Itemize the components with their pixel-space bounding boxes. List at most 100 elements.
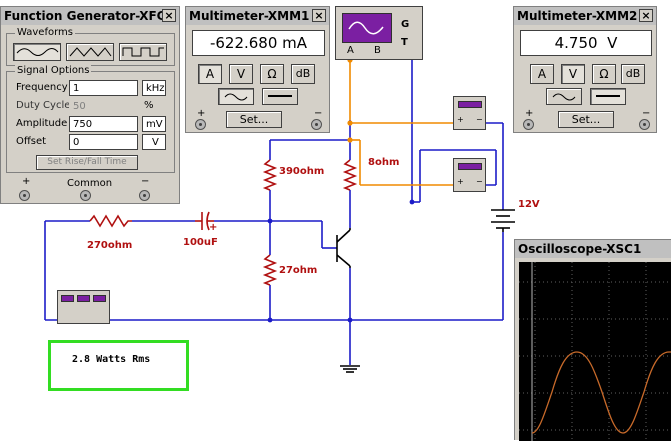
frequency-unit[interactable]: kHz — [142, 80, 166, 96]
multimeter-xmm1-window: Multimeter-XMM1 × -622.680 mA A V Ω dB +… — [185, 6, 330, 133]
scope-screen — [519, 262, 671, 441]
triangle-wave-button[interactable] — [66, 43, 114, 61]
amplitude-label: Amplitude — [16, 118, 68, 129]
sine-wave-icon — [16, 48, 59, 56]
transistor — [336, 228, 351, 268]
scope-terminal-g: G — [401, 19, 410, 30]
sine-icon — [348, 21, 384, 35]
mm1-titlebar[interactable]: Multimeter-XMM1 × — [186, 7, 329, 25]
blue-wires — [44, 40, 504, 365]
frequency-input[interactable]: 1 — [69, 80, 138, 96]
scope-screen-graphics — [519, 262, 671, 441]
offset-label: Offset — [16, 136, 47, 147]
scope-terminal-a: A — [347, 45, 354, 56]
mm2-titlebar[interactable]: Multimeter-XMM2 × — [514, 7, 656, 25]
junction-dots — [267, 199, 415, 323]
resistor-27-label: 27ohm — [279, 265, 318, 276]
function-generator-instrument[interactable] — [57, 290, 110, 324]
mm2-instrument-plus: + — [457, 177, 464, 186]
capacitor-plus: + — [209, 222, 218, 233]
duty-cycle-label: Duty Cycle — [16, 100, 71, 111]
mm1-ammeter-button[interactable]: A — [198, 64, 222, 84]
waveforms-group: Waveforms — [6, 27, 175, 66]
mm2-set-button[interactable]: Set... — [558, 111, 614, 128]
ac-wave-icon — [552, 93, 576, 101]
set-rise-fall-button[interactable]: Set Rise/Fall Time — [36, 155, 138, 170]
mm1-plus-terminal[interactable] — [195, 119, 206, 130]
capacitor-label: 100uF — [183, 237, 218, 248]
mm1-instrument-minus: − — [476, 115, 483, 124]
mm2-close-button[interactable]: × — [639, 9, 653, 22]
ac-wave-icon — [224, 93, 248, 101]
fgen-minus-terminal[interactable] — [139, 190, 150, 201]
multimeter-xmm1-instrument[interactable]: + − — [453, 96, 486, 130]
multimeter-xmm2-window: Multimeter-XMM2 × 4.750 V A V Ω dB + Set… — [513, 6, 657, 133]
mm1-plus-label: + — [197, 108, 206, 119]
mm2-title: Multimeter-XMM2 — [517, 9, 638, 23]
fgen-titlebar[interactable]: Function Generator-XFG1 × — [1, 7, 179, 25]
duty-cycle-unit: % — [144, 100, 154, 111]
battery-label: 12V — [518, 199, 540, 210]
mm2-db-button[interactable]: dB — [621, 64, 645, 84]
fgen-common-terminal[interactable] — [80, 190, 91, 201]
mm1-minus-label: − — [314, 108, 323, 119]
mm1-voltmeter-button[interactable]: V — [229, 64, 253, 84]
mm1-close-button[interactable]: × — [312, 9, 326, 22]
mm1-ac-button[interactable] — [218, 88, 254, 105]
mm2-plus-label: + — [525, 108, 534, 119]
mm2-minus-terminal[interactable] — [639, 119, 650, 130]
waveforms-label: Waveforms — [15, 27, 75, 38]
duty-cycle-input[interactable]: 50 — [69, 98, 138, 114]
offset-input[interactable]: 0 — [69, 134, 138, 150]
mm1-dc-button[interactable] — [262, 88, 298, 105]
mm2-reading-display: 4.750 V — [520, 30, 652, 56]
mm1-title: Multimeter-XMM1 — [189, 9, 310, 23]
multimeter-xmm2-instrument[interactable]: + − — [453, 158, 486, 192]
scope-terminal-b: B — [374, 45, 381, 56]
signal-options-group: Signal Options Frequency 1 kHz Duty Cycl… — [6, 65, 175, 173]
scope-title: Oscilloscope-XSC1 — [518, 242, 642, 256]
mm2-minus-label: − — [642, 108, 651, 119]
capacitor — [195, 211, 214, 231]
function-generator-window: Function Generator-XFG1 × Waveforms Sign… — [0, 6, 180, 204]
signal-options-label: Signal Options — [15, 65, 92, 76]
scope-titlebar[interactable]: Oscilloscope-XSC1 — [515, 240, 671, 258]
triangle-wave-icon — [69, 47, 112, 57]
result-text: 2.8 Watts Rms — [72, 354, 151, 365]
mm1-reading-display: -622.680 mA — [192, 30, 325, 56]
battery — [491, 209, 515, 232]
resistor-390-label: 390ohm — [279, 166, 325, 177]
mm2-ohm-button[interactable]: Ω — [592, 64, 616, 84]
square-wave-button[interactable] — [119, 43, 167, 61]
mm1-set-button[interactable]: Set... — [226, 111, 282, 128]
fgen-plus-terminal[interactable] — [19, 190, 30, 201]
mm1-ohm-button[interactable]: Ω — [260, 64, 284, 84]
mm2-ammeter-button[interactable]: A — [530, 64, 554, 84]
scope-terminal-t: T — [401, 37, 408, 48]
resistor-270-label: 270ohm — [87, 240, 133, 251]
mm2-ac-button[interactable] — [546, 88, 582, 105]
square-wave-icon — [122, 47, 164, 57]
mm2-instrument-minus: − — [476, 177, 483, 186]
mm1-instrument-plus: + — [457, 115, 464, 124]
resistor-8-label: 8ohm — [368, 157, 400, 168]
fgen-title: Function Generator-XFG1 — [4, 9, 175, 23]
scope-trace — [531, 351, 671, 434]
fgen-close-button[interactable]: × — [162, 9, 176, 22]
fgen-minus-label: − — [141, 176, 150, 187]
mm2-dc-button[interactable] — [590, 88, 626, 105]
resistors — [89, 159, 358, 286]
fgen-plus-label: + — [22, 176, 31, 187]
mm1-minus-terminal[interactable] — [311, 119, 322, 130]
offset-unit[interactable]: V — [142, 134, 166, 150]
dc-line-icon — [596, 95, 620, 97]
amplitude-input[interactable]: 750 — [69, 116, 138, 132]
mm1-db-button[interactable]: dB — [291, 64, 315, 84]
fgen-common-label: Common — [67, 178, 113, 189]
mm2-voltmeter-button[interactable]: V — [561, 64, 585, 84]
mm2-plus-terminal[interactable] — [523, 119, 534, 130]
scope-instrument[interactable]: G T A B — [335, 6, 423, 60]
sine-wave-button[interactable] — [13, 43, 61, 61]
amplitude-unit[interactable]: mV — [142, 116, 166, 132]
